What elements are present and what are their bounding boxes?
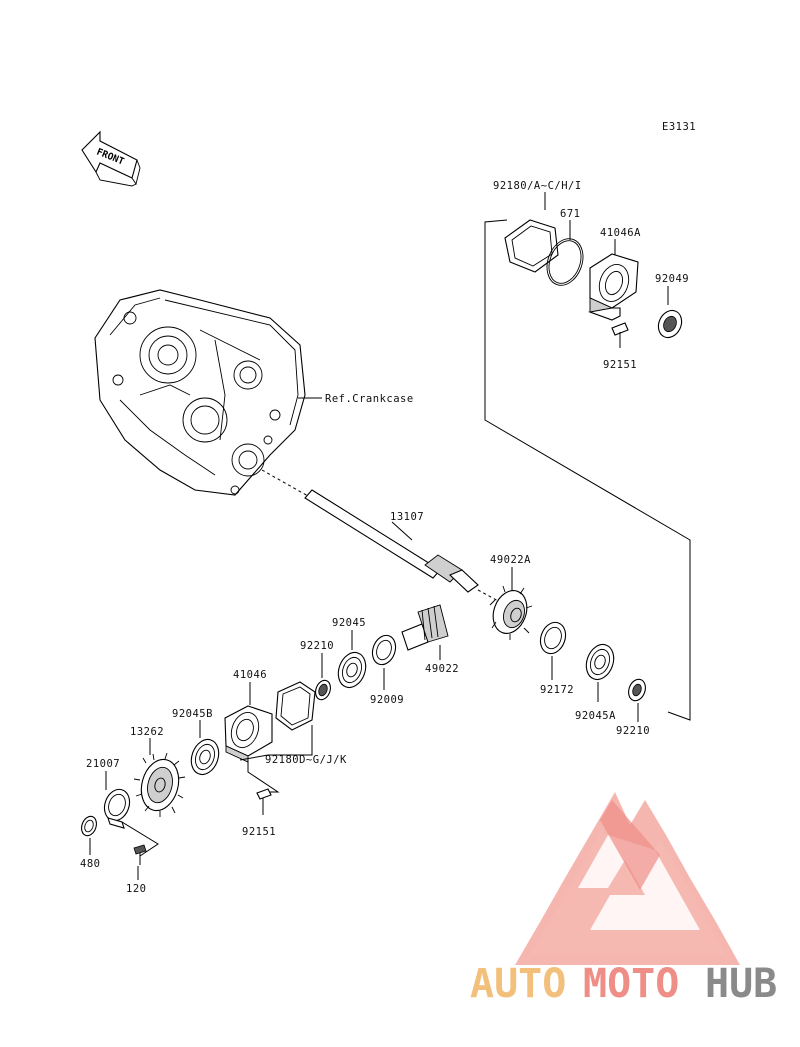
part-label-92045: 92045: [332, 617, 366, 629]
ref-crankcase-label: Ref.Crankcase: [325, 393, 414, 405]
crankcase-drawing: [94, 289, 306, 496]
part-label-13107: 13107: [390, 511, 424, 523]
part-13262-gear: [133, 752, 186, 817]
part-92172-shim: [539, 621, 567, 655]
part-92180D-gasket: [275, 681, 316, 731]
part-label-92151-bottom: 92151: [242, 826, 276, 838]
part-label-92210-right: 92210: [616, 725, 650, 737]
part-label-480: 480: [80, 858, 100, 870]
part-label-92180-top: 92180/A~C/H/I: [493, 180, 582, 192]
part-label-49022: 49022: [425, 663, 459, 675]
part-21007-sensor-plate: [103, 788, 131, 829]
part-92045A-bearing: [585, 643, 615, 681]
watermark-text: AUTO MOTO HUB: [470, 961, 777, 1007]
part-671-oring: [546, 238, 584, 286]
part-label-21007: 21007: [86, 758, 120, 770]
part-92045B-bearing: [190, 738, 220, 776]
part-92151-bolt-bottom: [256, 788, 272, 815]
part-92151-bolt-top: [611, 322, 629, 348]
part-label-92045B: 92045B: [172, 708, 213, 720]
part-41046A-housing: [587, 253, 639, 321]
part-label-92045A: 92045A: [575, 710, 616, 722]
watermark-logo: [515, 792, 740, 965]
part-41046-housing: [224, 705, 273, 763]
diagram-code: E3131: [662, 121, 696, 133]
part-label-49022A: 49022A: [490, 554, 531, 566]
part-label-671: 671: [560, 208, 580, 220]
part-label-41046A: 41046A: [600, 227, 641, 239]
part-label-92172: 92172: [540, 684, 574, 696]
part-label-41046: 41046: [233, 669, 267, 681]
part-49022A-bevel-gear: [489, 585, 533, 640]
part-92009-shim: [371, 634, 397, 666]
part-label-92049: 92049: [655, 273, 689, 285]
part-label-13262: 13262: [130, 726, 164, 738]
watermark-moto: MOTO: [583, 961, 679, 1007]
watermark-auto: AUTO: [470, 961, 566, 1007]
front-arrow-icon: FRONT: [81, 130, 141, 187]
part-label-120: 120: [126, 883, 146, 895]
part-label-92210: 92210: [300, 640, 334, 652]
part-92045-bearing: [337, 651, 367, 689]
shaft-13107: [261, 469, 501, 603]
part-49022-pinion: [401, 604, 449, 651]
part-label-92151-top: 92151: [603, 359, 637, 371]
part-480-circlip: [81, 815, 97, 837]
part-120-screw: [133, 844, 147, 865]
part-label-92009: 92009: [370, 694, 404, 706]
watermark-hub: HUB: [705, 961, 777, 1007]
part-label-92180-bottom: 92180D~G/J/K: [265, 754, 347, 766]
